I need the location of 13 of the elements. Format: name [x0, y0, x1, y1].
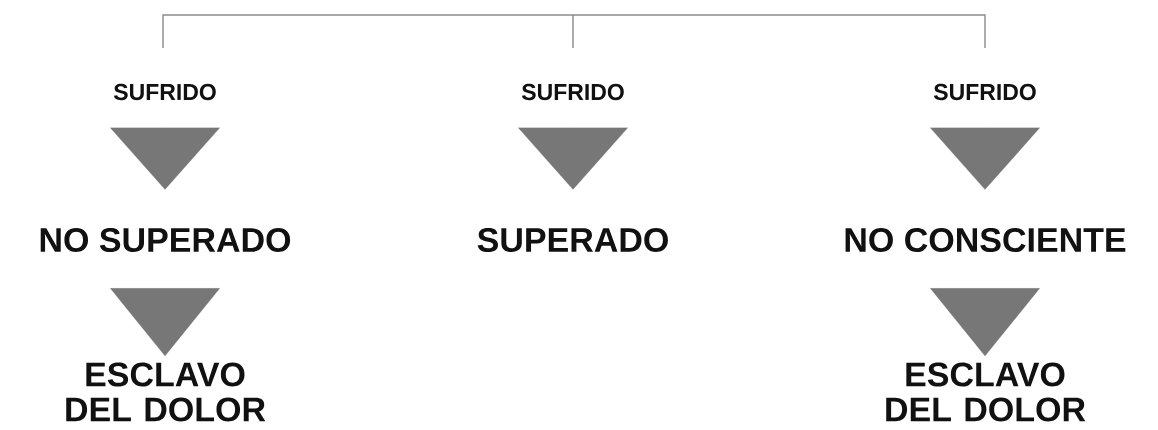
outcome-label: SUPERADO [477, 227, 668, 253]
outcome-label: NO CONSCIENTE [845, 227, 1126, 253]
stage-label: SUFRIDO [521, 83, 624, 101]
triangle-arrow [110, 127, 220, 190]
triangle-arrow [110, 288, 220, 357]
result-label: ESCLAVO DEL DOLOR [886, 362, 1086, 422]
triangle-arrow [518, 127, 628, 190]
stage-label: SUFRIDO [933, 83, 1036, 101]
outcome-label: NO SUPERADO [40, 227, 291, 253]
result-label: ESCLAVO DEL DOLOR [66, 362, 266, 422]
triangle-arrow [930, 288, 1040, 357]
stage-label: SUFRIDO [113, 83, 216, 101]
triangle-arrow [930, 127, 1040, 190]
